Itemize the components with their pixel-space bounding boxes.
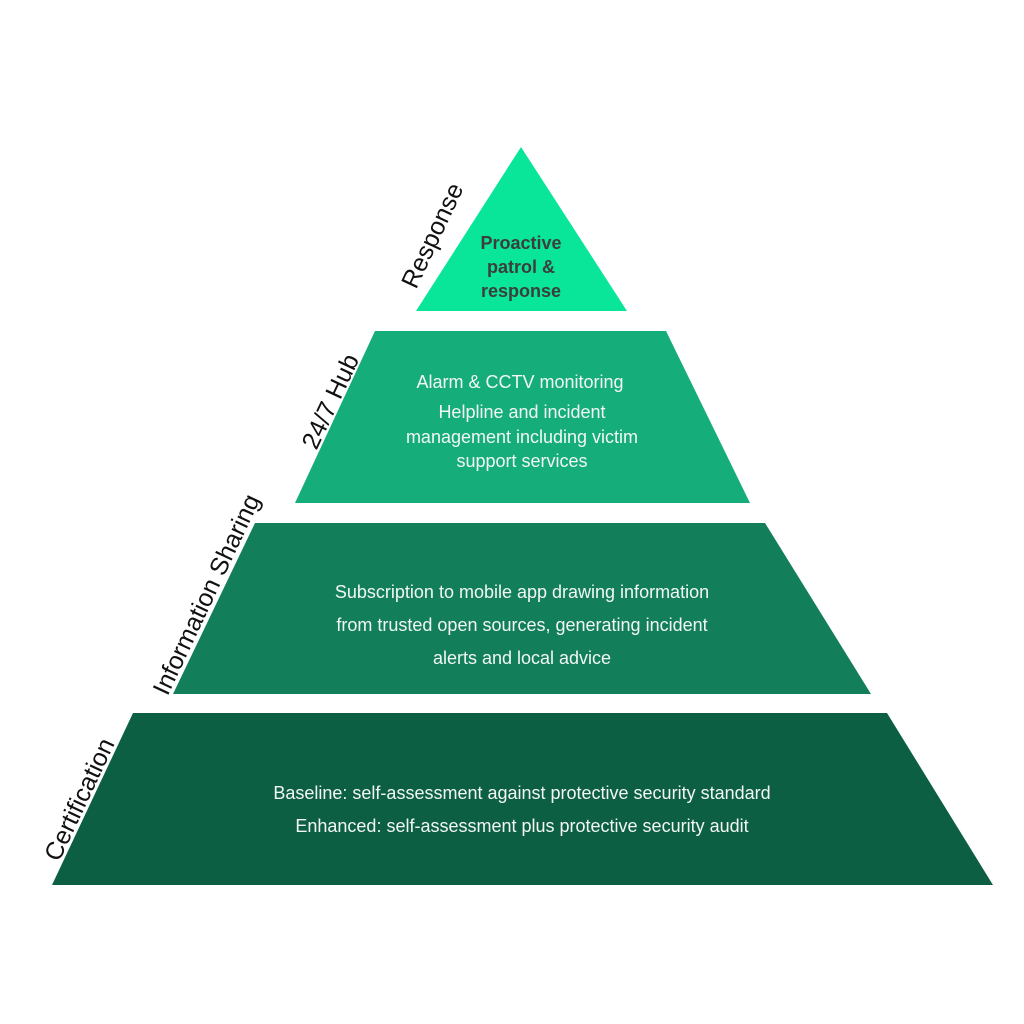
tier-information-sharing-shape — [173, 523, 871, 694]
tier-hub-text-3: management including victim — [406, 427, 638, 447]
tier-cert-text-1: Baseline: self-assessment against protec… — [273, 783, 770, 803]
tier-info-text-3: alerts and local advice — [433, 648, 611, 668]
tier-hub-shape — [295, 331, 750, 503]
tier-certification-shape — [52, 713, 993, 885]
tier-response-shape — [416, 147, 627, 311]
tier-info-text-2: from trusted open sources, generating in… — [336, 615, 707, 635]
tier-hub-text-2: Helpline and incident — [438, 402, 605, 422]
tier-hub-text-4: support services — [456, 451, 587, 471]
tier-info-text-1: Subscription to mobile app drawing infor… — [335, 582, 709, 602]
tier-hub-text-1: Alarm & CCTV monitoring — [416, 372, 623, 392]
tier-cert-text-2: Enhanced: self-assessment plus protectiv… — [295, 816, 748, 836]
tier-response-text-1: Proactive — [480, 233, 561, 253]
tier-response-text-2: patrol & — [487, 257, 555, 277]
tier-response-text-3: response — [481, 281, 561, 301]
